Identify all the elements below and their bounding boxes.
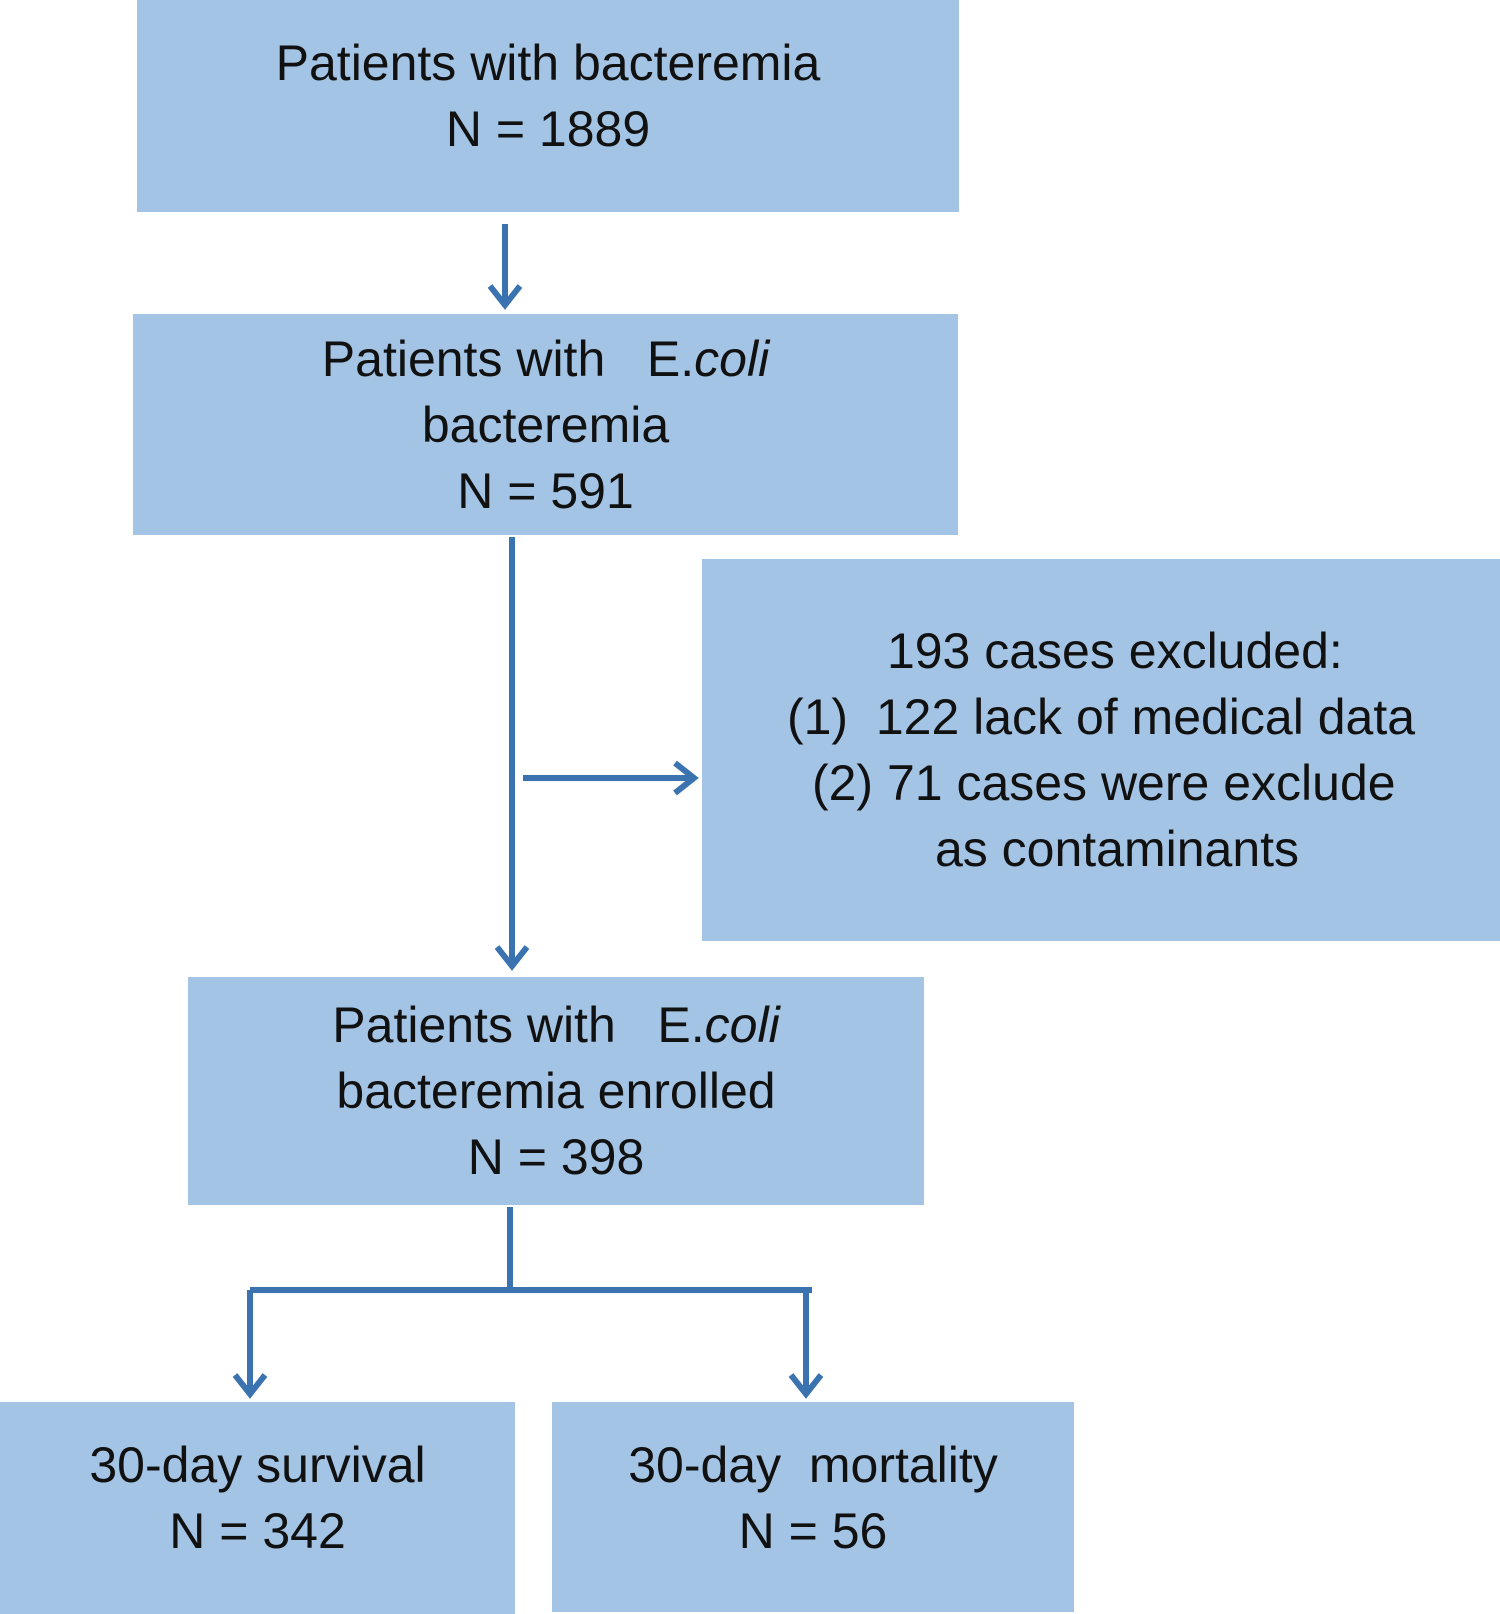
exclusion-item-1: (1) 122 lack of medical data <box>786 689 1416 745</box>
arrow-head-1 <box>487 284 523 310</box>
node-label-italic: coli <box>694 330 770 387</box>
node-label: 30-day mortality <box>628 1437 998 1493</box>
node-label-prefix: Patients with E. <box>332 997 705 1053</box>
arrow-head-survival <box>232 1373 268 1399</box>
arrow-head-2 <box>494 945 530 971</box>
node-label: Patients with E.coli <box>322 326 769 392</box>
node-patients-ecoli-enrolled: Patients with E.coli bacteremia enrolled… <box>188 977 924 1205</box>
node-label-prefix: Patients with E. <box>321 330 695 387</box>
node-count: N = 56 <box>738 1503 888 1559</box>
exclusion-heading: 193 cases excluded: <box>886 623 1343 679</box>
node-count: N = 398 <box>467 1129 645 1185</box>
node-label-cont: bacteremia <box>421 396 670 453</box>
node-count: N = 342 <box>169 1503 346 1559</box>
node-patients-ecoli-bacteremia: Patients with E.coli bacteremia N = 591 <box>133 314 958 535</box>
node-patients-bacteremia: Patients with bacteremia N = 1889 <box>137 0 959 212</box>
node-count: N = 1889 <box>445 101 651 157</box>
node-cases-excluded: 193 cases excluded: (1) 122 lack of medi… <box>702 559 1500 941</box>
node-30day-mortality: 30-day mortality N = 56 <box>552 1402 1074 1612</box>
node-30day-survival: 30-day survival N = 342 <box>0 1402 515 1614</box>
node-label-cont: bacteremia enrolled <box>336 1063 776 1119</box>
node-count: N = 591 <box>457 462 634 519</box>
arrow-head-mortality <box>788 1373 824 1399</box>
arrow-head-exclusion <box>673 760 699 796</box>
node-label: Patients with E.coli <box>332 992 779 1058</box>
exclusion-list: 193 cases excluded: (1) 122 lack of medi… <box>787 618 1415 882</box>
node-label: Patients with bacteremia <box>275 35 821 91</box>
exclusion-item-2: (2) 71 cases were exclude <box>811 755 1396 811</box>
exclusion-item-2-cont: as contaminants <box>934 821 1300 877</box>
node-label: 30-day survival <box>89 1437 426 1493</box>
node-label-italic: coli <box>704 997 780 1053</box>
